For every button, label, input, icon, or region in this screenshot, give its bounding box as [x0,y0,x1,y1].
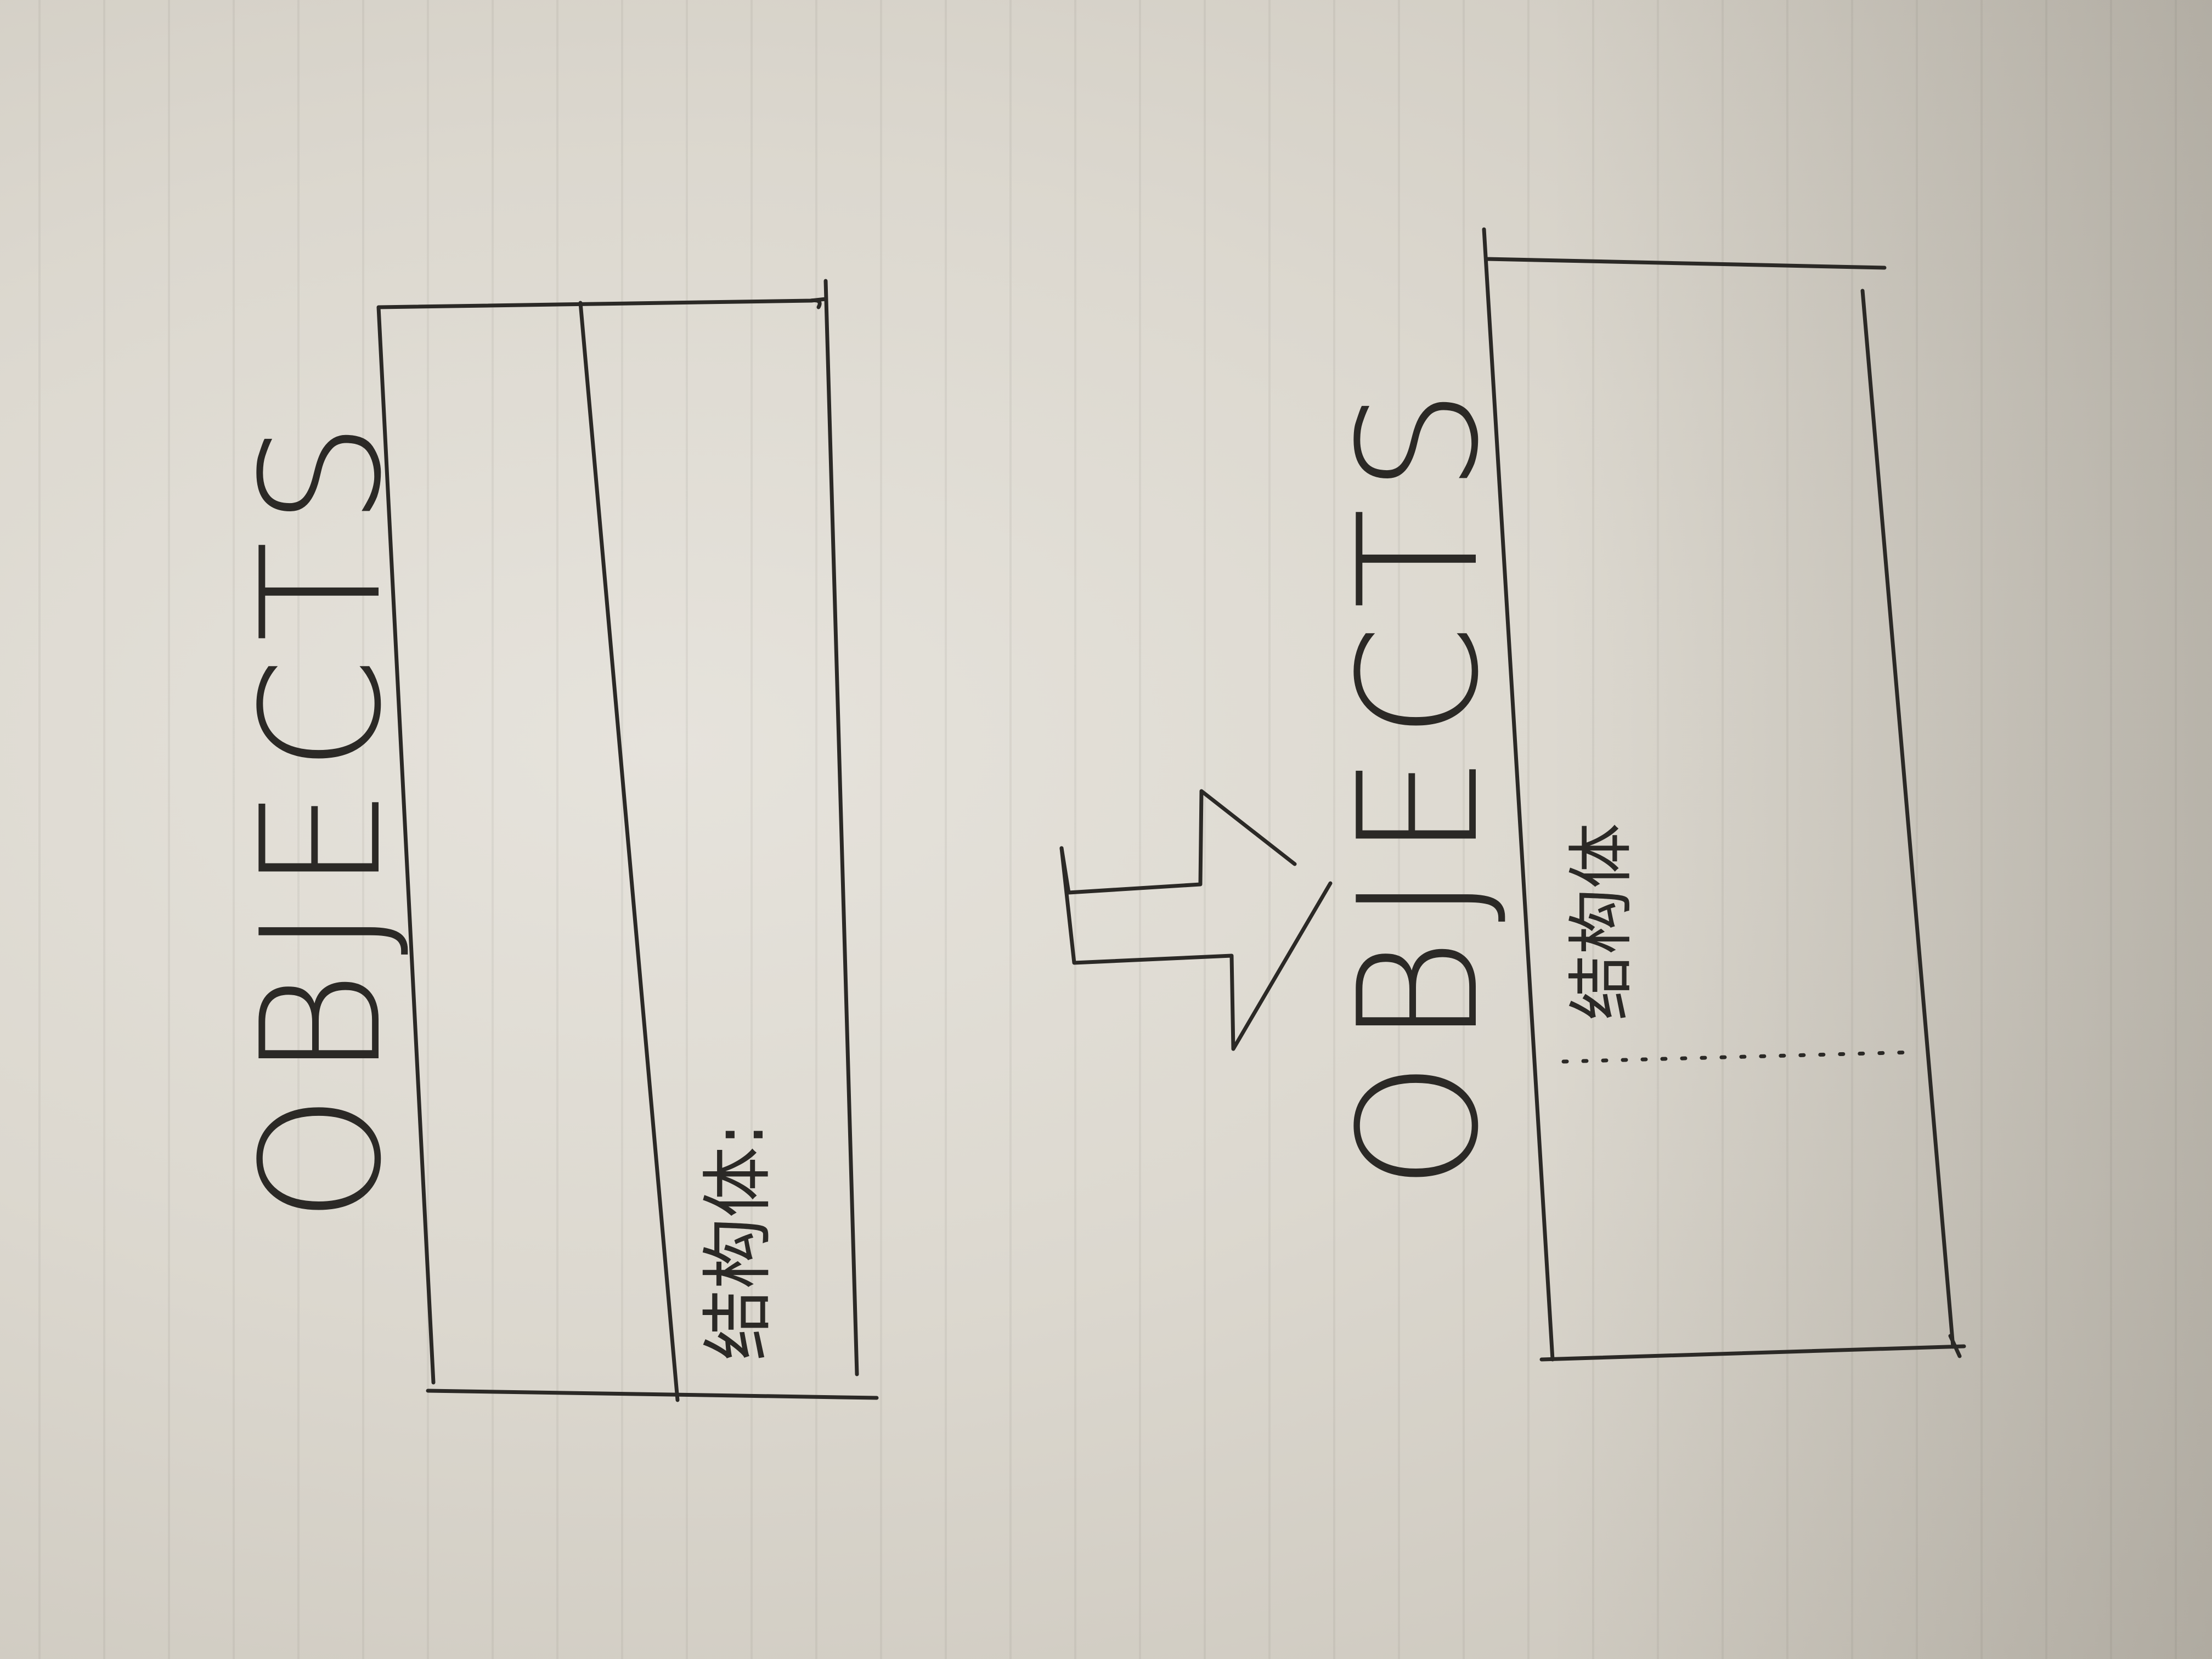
before-sketch: 结构体: OBJECTS [226,279,879,1402]
after-box-outline [1482,227,1966,1362]
before-annotation: 结构体: [696,1122,780,1361]
after-label: OBJECTS [1323,373,1515,1190]
before-divider [578,301,680,1402]
after-sketch: OBJECTS 结构体 [1323,227,1966,1362]
before-label-group: OBJECTS [226,406,417,1223]
before-annotation-group: 结构体: [696,1122,780,1361]
after-label-group: OBJECTS [1323,373,1515,1190]
after-annotation: 结构体 [1564,823,1640,1020]
transform-arrow [1059,789,1333,1051]
before-box-corner [809,298,822,309]
before-label: OBJECTS [226,406,417,1223]
arrow-shaft [1059,846,1333,1051]
after-annotation-group: 结构体 [1564,823,1640,1020]
arrow-head [1059,789,1297,895]
after-dotted-divider [1561,1050,1914,1064]
